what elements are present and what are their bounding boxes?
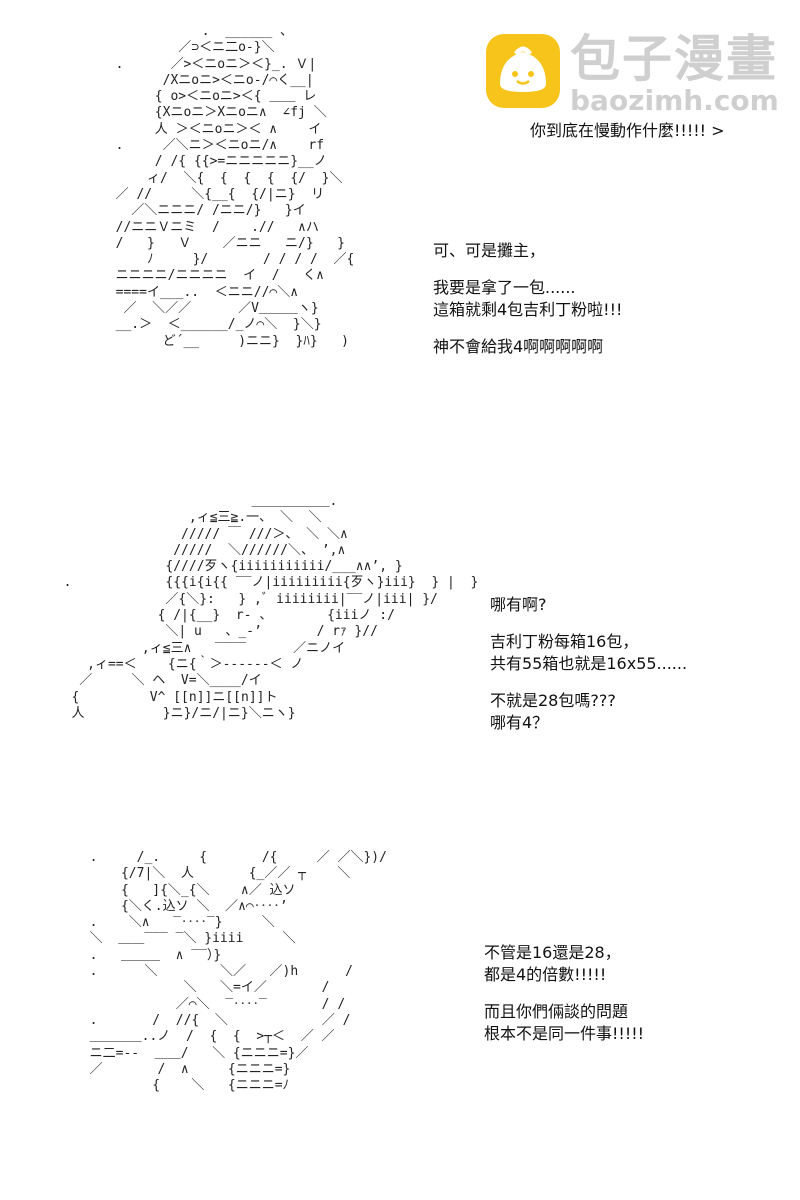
watermark-url: baozimh.com: [570, 84, 779, 117]
panel3-dialogue: 不管是16還是28， 都是4的倍數!!!!! 而且你們倆談的問題 根本不是同一件…: [484, 942, 644, 1060]
panel2-ascii-art: ＿＿＿＿＿＿. ,ィ≦三≧.一、 ＼ ＼ ///// ￣ ///＞、 ＼ ＼∧ …: [63, 494, 479, 721]
dialogue-line: 哪有啊?: [490, 595, 547, 614]
steamed-bun-icon: [486, 34, 560, 108]
panel1-dialogue: 可、可是攤主， 我要是拿了一包...... 這箱就剩4包吉利丁粉啦!!! 神不會…: [433, 240, 622, 373]
dialogue-line: 而且你們倆談的問題 根本不是同一件事!!!!!: [484, 1002, 645, 1043]
dialogue-line: 不就是28包嗎??? 哪有4？: [490, 691, 616, 732]
dialogue-line: 不管是16還是28， 都是4的倍數!!!!!: [484, 943, 621, 984]
dialogue-line: 吉利丁粉每箱16包， 共有55箱也就是16x55......: [490, 632, 688, 673]
panel1-ascii-art: . ______ 、 ／⊃＜ニ二o-}＼ . ／>＜ニoニ＞＜}_. Ｖ| /X…: [115, 24, 355, 349]
top-dialogue-line: 你到底在慢動作什麼!!!!! >: [530, 121, 725, 140]
dialogue-line: 神不會給我4啊啊啊啊啊: [433, 337, 604, 356]
panel3-ascii-art: . /_. { /{ ／ ／＼})/ {/7|＼ 人 {_／／ ┬ ＼ { ]{…: [89, 850, 387, 1094]
watermark-logo: 包子漫畫 baozimh.com: [486, 30, 786, 120]
dialogue-line: 可、可是攤主，: [433, 241, 546, 260]
watermark-title: 包子漫畫: [570, 30, 778, 88]
panel2-dialogue: 哪有啊? 吉利丁粉每箱16包， 共有55箱也就是16x55...... 不就是2…: [490, 594, 687, 749]
dialogue-line: 我要是拿了一包...... 這箱就剩4包吉利丁粉啦!!!: [433, 278, 623, 319]
